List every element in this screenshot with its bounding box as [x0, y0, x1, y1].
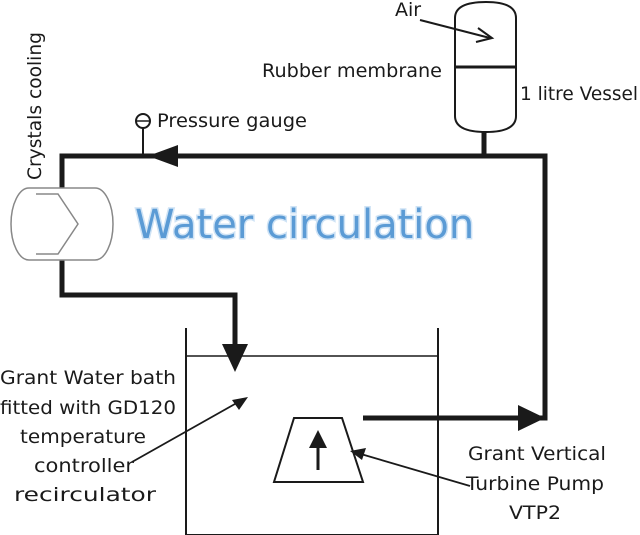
bath-label-line-2: fitted with GD120 [0, 397, 176, 419]
flow-arrow-left [148, 145, 178, 167]
crystals-cooling-label: Crystals cooling [24, 32, 46, 180]
bath-pointer-head [232, 397, 248, 410]
return-pipe [59, 257, 238, 352]
pump-pointer-arrow [353, 451, 471, 487]
pump-pointer-head [350, 448, 366, 460]
vessel-label: 1 litre Vessel [520, 83, 638, 105]
bath-label-line-3: temperature [20, 426, 146, 448]
bath-label-line-1: Grant Water bath [0, 367, 176, 389]
air-arrow-head [475, 27, 495, 43]
bath-label-line-5: recirculator [14, 484, 156, 506]
vessel [454, 0, 517, 134]
pump-label-line-3: VTP2 [509, 502, 561, 524]
air-label: Air [395, 0, 421, 21]
heat-exchanger-coil [36, 193, 79, 255]
flow-arrow-down [222, 344, 248, 372]
pump-arrow-head [309, 430, 327, 448]
bath-pointer-arrow [131, 399, 243, 463]
heat-exchanger-icon [10, 187, 114, 261]
pump-label-line-1: Grant Vertical [468, 443, 606, 465]
pump-label-line-2: Turbine Pump [465, 473, 604, 495]
air-arrow [419, 19, 491, 39]
flow-arrow-right [518, 405, 545, 431]
diagram-title: Water circulation [135, 202, 474, 248]
circulation-pipe [59, 132, 487, 190]
pump-outlet-pipe [363, 153, 548, 421]
bath-label-line-4: controller [34, 455, 134, 477]
rubber-membrane-label: Rubber membrane [262, 60, 442, 82]
pressure-gauge-label: Pressure gauge [157, 110, 307, 132]
